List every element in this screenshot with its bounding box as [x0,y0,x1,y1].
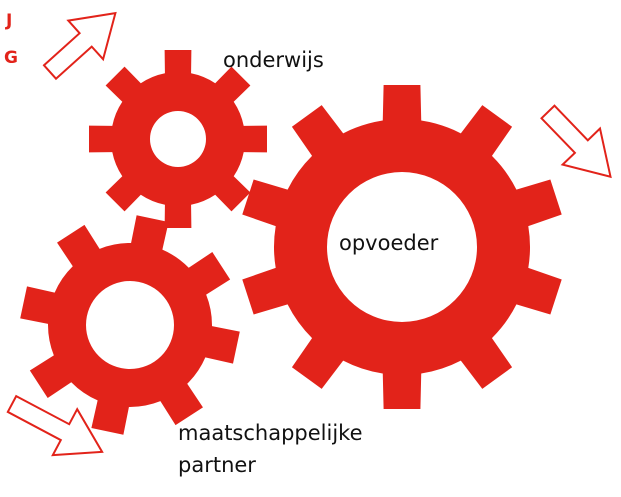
gear-icon-partner [20,215,240,435]
gear-icon-onderwijs [89,50,267,228]
label-partner-line-2: partner [178,453,256,477]
label-onderwijs: onderwijs [223,48,324,72]
arrow-icon-top-left [42,11,117,81]
arrows-group [6,11,612,457]
arrow-icon-bottom-left [6,394,104,457]
arrow-icon-right [540,104,612,179]
label-opvoeder: opvoeder [339,231,439,255]
cut-off-heading-line-1: J [6,11,13,31]
label-partner-line-1: maatschappelijke [178,421,363,445]
cut-off-heading-line-2: G [4,48,18,68]
gear-icon-opvoeder [242,85,562,409]
gears-group [20,50,562,435]
